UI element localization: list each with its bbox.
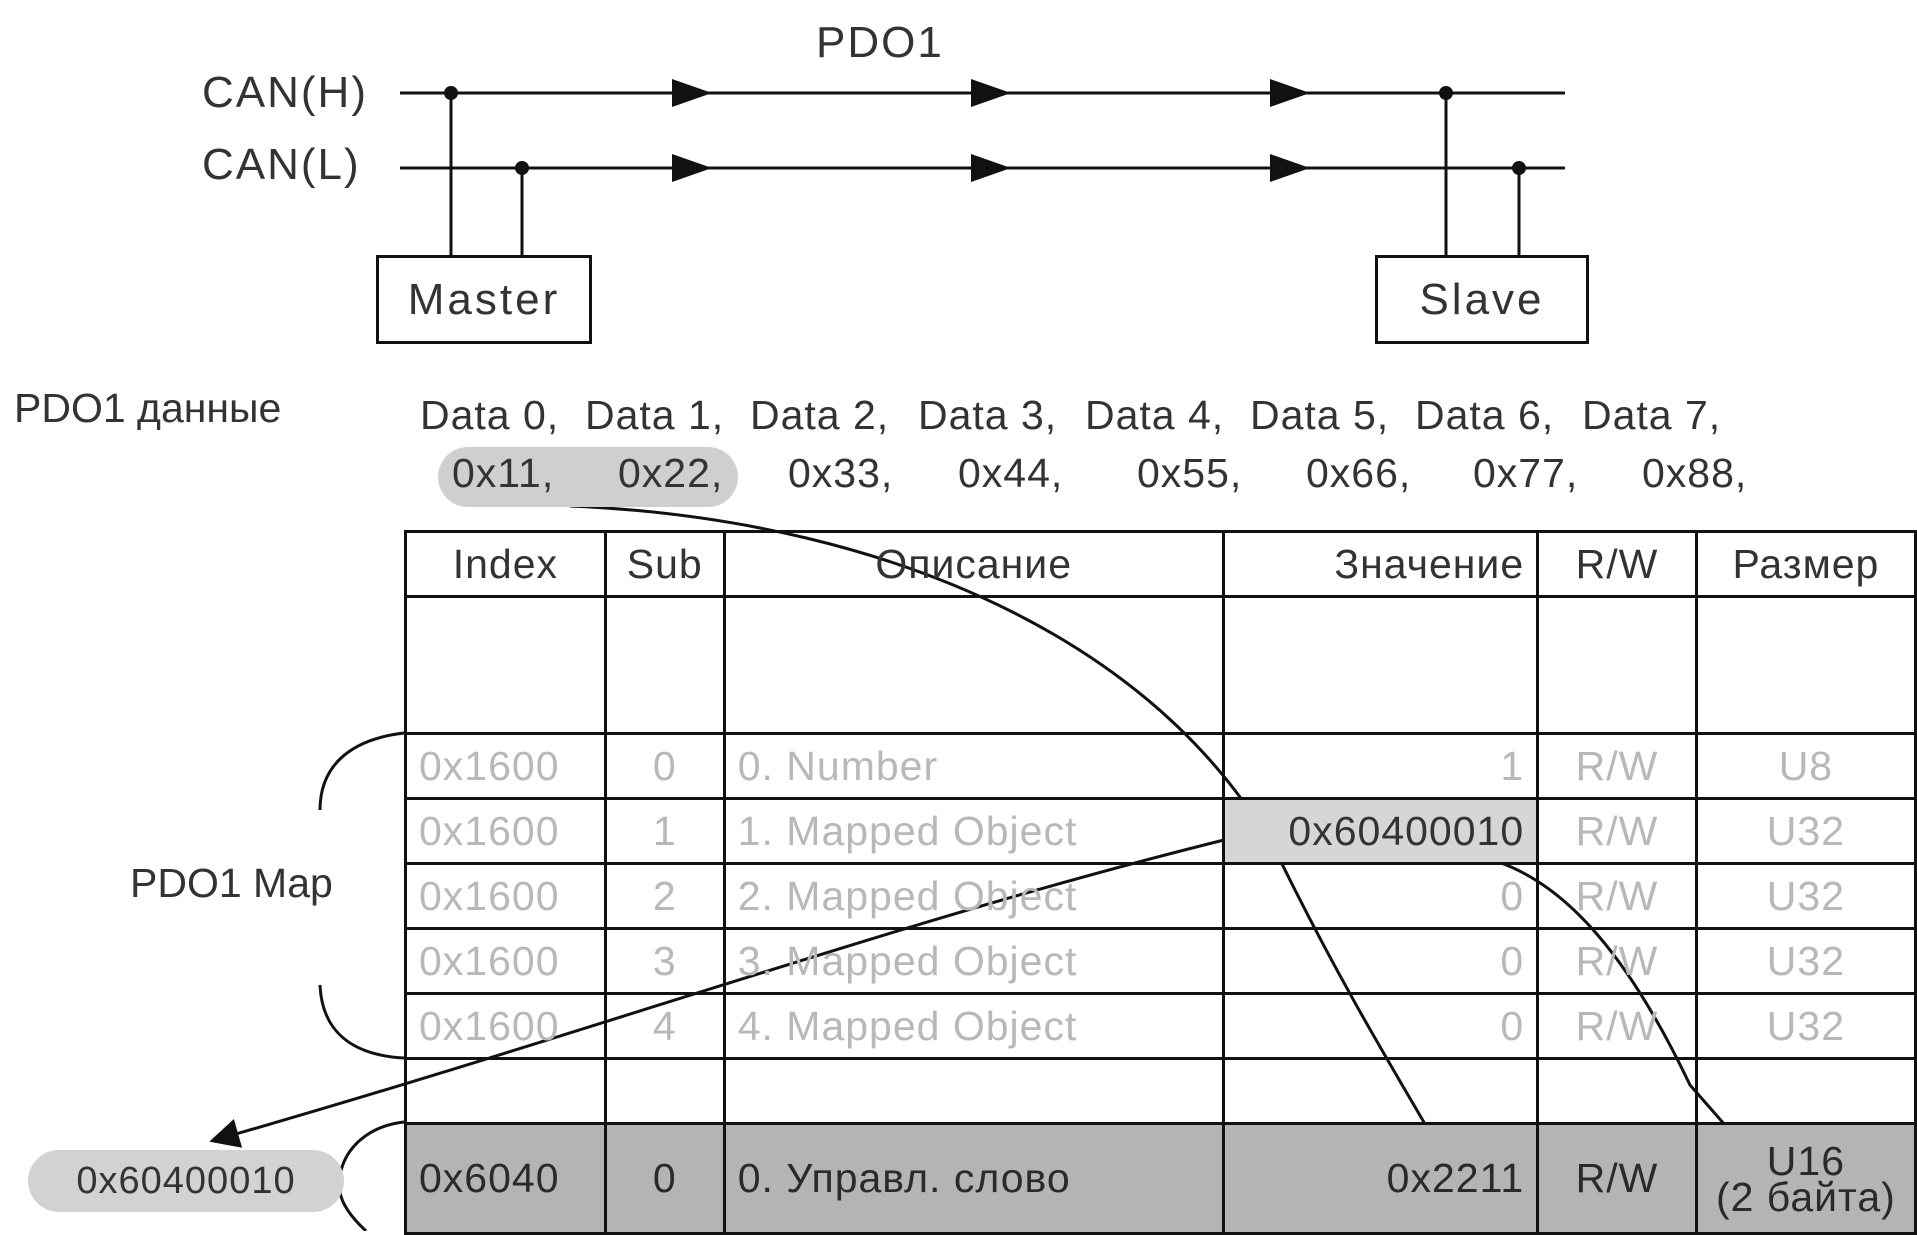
pdo1-label: PDO1 (816, 18, 944, 67)
size-type: U16 (1766, 1137, 1845, 1184)
cell-rw: R/W (1536, 732, 1698, 800)
callout-brace (338, 1120, 405, 1231)
cell-sub: 0 (603, 732, 726, 800)
can-low-label: CAN(L) (202, 140, 361, 189)
column-header: Значение (1221, 530, 1540, 598)
pdo-map-brace (318, 731, 405, 1060)
cell-sub: 3 (603, 927, 726, 995)
cell-sub: 1 (603, 797, 726, 865)
data-name: Data 6, (1415, 392, 1555, 438)
cell-value: 0 (1221, 992, 1540, 1060)
column-header: Размер (1694, 530, 1917, 598)
cell-description: 1. Mapped Object (722, 797, 1225, 865)
column-header: Описание (722, 530, 1225, 598)
data-name: Data 5, (1250, 392, 1390, 438)
cell-description: 4. Mapped Object (722, 992, 1225, 1060)
cell-value: 0 (1221, 862, 1540, 930)
master-box: Master (376, 255, 592, 344)
cell-description: 0. Number (722, 732, 1225, 800)
cell-index: 0x1600 (404, 862, 607, 930)
can-high-arrows (672, 79, 1310, 107)
cell-rw: R/W (1536, 1122, 1698, 1235)
table-row: 0x1600 1 1. Mapped Object 0x60400010 R/W… (404, 797, 1917, 865)
cell-size: U32 (1694, 992, 1917, 1060)
cell-index: 0x1600 (404, 732, 607, 800)
object-dictionary-table: Index Sub Описание Значение R/W Размер 0… (404, 530, 1917, 1235)
data-name: Data 3, (918, 392, 1058, 438)
cell-sub: 4 (603, 992, 726, 1060)
cell-value: 0x2211 (1221, 1122, 1540, 1235)
column-header: Index (404, 530, 607, 598)
can-high-label: CAN(H) (202, 68, 368, 117)
data-value: 0x66, (1306, 450, 1412, 496)
slave-box: Slave (1375, 255, 1589, 344)
table-row: 0x1600 2 2. Mapped Object 0 R/W U32 (404, 862, 1917, 930)
data-value: 0x88, (1642, 450, 1748, 496)
cell-value: 1 (1221, 732, 1540, 800)
cell-size: U32 (1694, 797, 1917, 865)
table-blank-row (404, 595, 1917, 735)
mapped-value-callout: 0x60400010 (28, 1150, 344, 1212)
data-value: 0x22, (618, 450, 724, 496)
column-header: Sub (603, 530, 726, 598)
size-bytes: (2 байта) (1715, 1173, 1896, 1220)
data-name: Data 7, (1582, 392, 1722, 438)
data-value: 0x77, (1473, 450, 1579, 496)
data-highlight (438, 447, 738, 507)
data-value: 0x33, (788, 450, 894, 496)
cell-description: 3. Mapped Object (722, 927, 1225, 995)
data-name: Data 0, (420, 392, 560, 438)
cell-value: 0 (1221, 927, 1540, 995)
data-value: 0x44, (958, 450, 1064, 496)
data-name: Data 4, (1085, 392, 1225, 438)
cell-size: U16 (2 байта) (1694, 1122, 1917, 1235)
cell-index: 0x6040 (404, 1122, 607, 1235)
cell-value-highlighted: 0x60400010 (1221, 797, 1540, 865)
cell-sub: 0 (603, 1122, 726, 1235)
table-header-row: Index Sub Описание Значение R/W Размер (404, 530, 1917, 598)
cell-description: 0. Управл. слово (722, 1122, 1225, 1235)
cell-index: 0x1600 (404, 992, 607, 1060)
pdo-data-label: PDO1 данные (14, 385, 282, 431)
cell-index: 0x1600 (404, 797, 607, 865)
cell-rw: R/W (1536, 992, 1698, 1060)
data-name: Data 2, (750, 392, 890, 438)
column-header: R/W (1536, 530, 1698, 598)
data-value: 0x55, (1137, 450, 1243, 496)
cell-description: 2. Mapped Object (722, 862, 1225, 930)
cell-size: U8 (1694, 732, 1917, 800)
cell-sub: 2 (603, 862, 726, 930)
cell-size: U32 (1694, 862, 1917, 930)
table-row: 0x1600 4 4. Mapped Object 0 R/W U32 (404, 992, 1917, 1060)
table-row: 0x1600 0 0. Number 1 R/W U8 (404, 732, 1917, 800)
data-name: Data 1, (585, 392, 725, 438)
table-row: 0x1600 3 3. Mapped Object 0 R/W U32 (404, 927, 1917, 995)
cell-index: 0x1600 (404, 927, 607, 995)
cell-rw: R/W (1536, 927, 1698, 995)
data-value: 0x11, (452, 450, 555, 496)
control-word-row: 0x6040 0 0. Управл. слово 0x2211 R/W U16… (404, 1122, 1917, 1235)
can-low-arrows (672, 154, 1310, 182)
cell-rw: R/W (1536, 797, 1698, 865)
pdo-map-label: PDO1 Map (130, 860, 333, 906)
table-spacer-row (404, 1057, 1917, 1125)
cell-size: U32 (1694, 927, 1917, 995)
cell-rw: R/W (1536, 862, 1698, 930)
